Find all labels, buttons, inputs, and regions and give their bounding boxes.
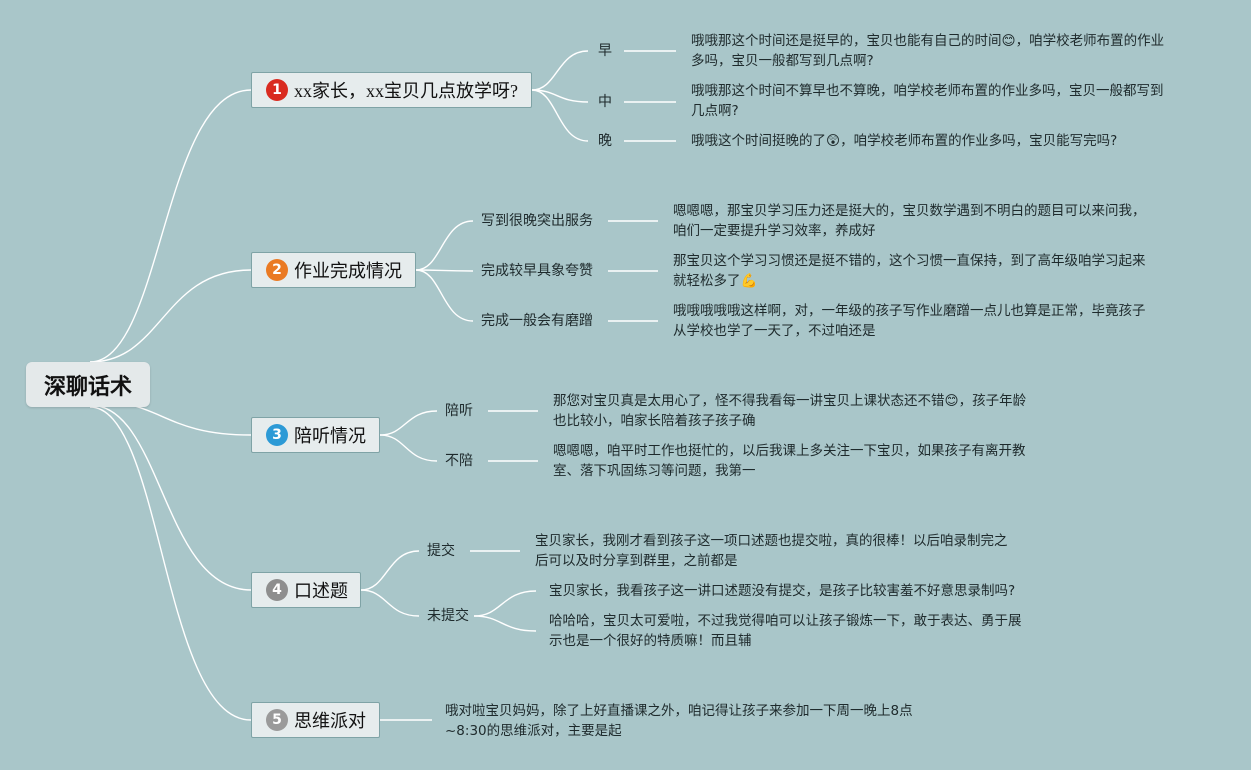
number-2-icon: 2 xyxy=(266,259,288,281)
topic-1-branch-late[interactable]: 晚 xyxy=(598,133,612,149)
script-line: 哦哦这个时间挺晚的了😲，咱学校老师布置的作业多吗，宝贝能写完吗? xyxy=(691,133,1118,149)
topic-2-to-late-line xyxy=(415,220,474,271)
script-line: 嗯嗯嗯，那宝贝学习压力还是挺大的，宝贝数学遇到不明白的题目可以来问我， xyxy=(673,203,1146,219)
topic-2-branch-late[interactable]: 写到很晚突出服务 xyxy=(481,213,593,229)
script-line: 就轻松多了💪 xyxy=(673,273,758,289)
topic-3-to-accompany-line xyxy=(379,410,438,436)
script-line: 从学校也学了一天了，不过咱还是 xyxy=(673,323,876,339)
topic-3-to-not-accompany-line xyxy=(379,434,438,462)
script-line: 宝贝家长，我刚才看到孩子这一项口述题也提交啦，真的很棒！以后咱录制完之 xyxy=(535,533,1008,549)
root-to-topic-5-line xyxy=(89,406,252,721)
script-line: 示也是一个很好的特质嘛！而且辅 xyxy=(549,633,752,649)
script-line: 哦哦那这个时间还是挺早的，宝贝也能有自己的时间😊，咱学校老师布置的作业 xyxy=(691,33,1165,49)
topic-5-node[interactable]: 5 思维派对 xyxy=(251,702,380,738)
topic-2-branch-average[interactable]: 完成一般会有磨蹭 xyxy=(481,313,593,329)
topic-4-node[interactable]: 4 口述题 xyxy=(251,572,361,608)
topic-4-submitted-script[interactable]: 宝贝家长，我刚才看到孩子这一项口述题也提交啦，真的很棒！以后咱录制完之 后可以及… xyxy=(535,531,1008,571)
topic-1-node[interactable]: 1 xx家长，xx宝贝几点放学呀? xyxy=(251,72,532,108)
topic-3-node[interactable]: 3 陪听情况 xyxy=(251,417,380,453)
topic-1-to-late-line xyxy=(531,89,589,142)
topic-3-label: 陪听情况 xyxy=(294,426,366,447)
topic-1-to-early-line xyxy=(531,50,589,91)
topic-5-label: 思维派对 xyxy=(294,711,366,732)
root-to-topic-1-line xyxy=(89,89,252,363)
root-label: 深聊话术 xyxy=(43,374,132,400)
script-line: 室、落下巩固练习等问题，我第一 xyxy=(553,463,756,479)
topic-1-label: xx家长，xx宝贝几点放学呀? xyxy=(294,81,518,101)
script-line: 哦对啦宝贝妈妈，除了上好直播课之外，咱记得让孩子来参加一下周一晚上8点 xyxy=(445,703,913,719)
script-line: 也比较小，咱家长陪着孩子孩子确 xyxy=(553,413,756,429)
script-line: 那宝贝这个学习习惯还是挺不错的，这个习惯一直保持，到了高年级咱学习起来 xyxy=(673,253,1146,269)
script-line: 几点啊? xyxy=(691,103,739,119)
number-1-icon: 1 xyxy=(266,79,288,101)
topic-2-average-script[interactable]: 哦哦哦哦哦这样啊，对，一年级的孩子写作业磨蹭一点儿也算是正常，毕竟孩子 从学校也… xyxy=(673,301,1146,341)
topic-2-branch-early[interactable]: 完成较早具象夸赞 xyxy=(481,263,593,279)
script-line: 那您对宝贝真是太用心了，怪不得我看每一讲宝贝上课状态还不错😊，孩子年龄 xyxy=(553,393,1027,409)
root-node[interactable]: 深聊话术 xyxy=(26,362,150,407)
topic-3-not-accompany-script[interactable]: 嗯嗯嗯，咱平时工作也挺忙的，以后我课上多关注一下宝贝，如果孩子有离开教 室、落下… xyxy=(553,441,1026,481)
number-5-icon: 5 xyxy=(266,709,288,731)
root-to-topic-2-line xyxy=(89,269,252,363)
topic-4-to-not-submitted-line xyxy=(360,589,420,617)
topic-1-late-script[interactable]: 哦哦这个时间挺晚的了😲，咱学校老师布置的作业多吗，宝贝能写完吗? xyxy=(691,131,1117,151)
topic-3-branch-accompany[interactable]: 陪听 xyxy=(445,403,473,419)
topic-4-branch-not-submitted[interactable]: 未提交 xyxy=(427,608,469,624)
not-submitted-to-script-2-line xyxy=(473,615,537,632)
topic-4-branch-submitted[interactable]: 提交 xyxy=(427,543,455,559)
topic-4-to-submitted-line xyxy=(360,550,420,591)
topic-4-label: 口述题 xyxy=(294,581,348,602)
topic-1-early-script[interactable]: 哦哦那这个时间还是挺早的，宝贝也能有自己的时间😊，咱学校老师布置的作业 多吗，宝… xyxy=(691,31,1164,71)
topic-2-late-script[interactable]: 嗯嗯嗯，那宝贝学习压力还是挺大的，宝贝数学遇到不明白的题目可以来问我， 咱们一定… xyxy=(673,201,1146,241)
script-line: 哦哦那这个时间不算早也不算晚，咱学校老师布置的作业多吗，宝贝一般都写到 xyxy=(691,83,1164,99)
script-line: ~8:30的思维派对，主要是起 xyxy=(445,723,622,739)
number-3-icon: 3 xyxy=(266,424,288,446)
script-line: 哦哦哦哦哦这样啊，对，一年级的孩子写作业磨蹭一点儿也算是正常，毕竟孩子 xyxy=(673,303,1146,319)
topic-2-to-early-line xyxy=(415,269,474,272)
root-to-topic-4-line xyxy=(89,404,252,591)
topic-2-to-average-line xyxy=(415,269,474,322)
topic-1-to-middle-line xyxy=(531,89,589,103)
topic-1-branch-early[interactable]: 早 xyxy=(598,43,612,59)
topic-2-early-script[interactable]: 那宝贝这个学习习惯还是挺不错的，这个习惯一直保持，到了高年级咱学习起来 就轻松多… xyxy=(673,251,1146,291)
topic-3-branch-not-accompany[interactable]: 不陪 xyxy=(445,453,473,469)
script-line: 多吗，宝贝一般都写到几点啊? xyxy=(691,53,874,69)
not-submitted-to-script-1-line xyxy=(473,590,537,617)
topic-3-accompany-script[interactable]: 那您对宝贝真是太用心了，怪不得我看每一讲宝贝上课状态还不错😊，孩子年龄 也比较小… xyxy=(553,391,1026,431)
topic-2-node[interactable]: 2 作业完成情况 xyxy=(251,252,416,288)
topic-1-branch-middle[interactable]: 中 xyxy=(598,94,612,110)
script-line: 后可以及时分享到群里，之前都是 xyxy=(535,553,738,569)
script-line: 哈哈哈，宝贝太可爱啦，不过我觉得咱可以让孩子锻炼一下，敢于表达、勇于展 xyxy=(549,613,1022,629)
script-line: 嗯嗯嗯，咱平时工作也挺忙的，以后我课上多关注一下宝贝，如果孩子有离开教 xyxy=(553,443,1026,459)
number-4-icon: 4 xyxy=(266,579,288,601)
script-line: 宝贝家长，我看孩子这一讲口述题没有提交，是孩子比较害羞不好意思录制吗? xyxy=(549,583,1016,599)
script-line: 咱们一定要提升学习效率，养成好 xyxy=(673,223,876,239)
topic-1-middle-script[interactable]: 哦哦那这个时间不算早也不算晚，咱学校老师布置的作业多吗，宝贝一般都写到 几点啊? xyxy=(691,81,1164,121)
topic-2-label: 作业完成情况 xyxy=(294,261,402,282)
topic-4-not-submitted-script-2[interactable]: 哈哈哈，宝贝太可爱啦，不过我觉得咱可以让孩子锻炼一下，敢于表达、勇于展 示也是一… xyxy=(549,611,1022,651)
topic-4-not-submitted-script-1[interactable]: 宝贝家长，我看孩子这一讲口述题没有提交，是孩子比较害羞不好意思录制吗? xyxy=(549,581,1015,601)
topic-5-script[interactable]: 哦对啦宝贝妈妈，除了上好直播课之外，咱记得让孩子来参加一下周一晚上8点 ~8:3… xyxy=(445,701,913,741)
